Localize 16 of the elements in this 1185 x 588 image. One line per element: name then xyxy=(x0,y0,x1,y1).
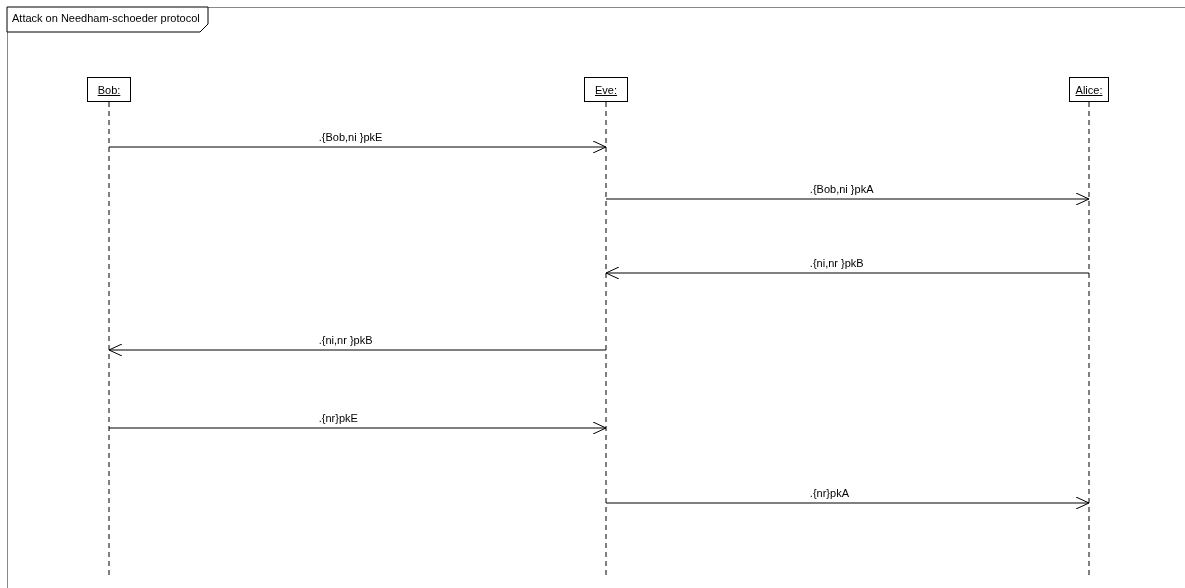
message-label: .{Bob,ni }pkA xyxy=(808,183,875,196)
message-arrow xyxy=(605,192,1090,206)
frame-title: Attack on Needham-schoeder protocol xyxy=(12,12,200,24)
message-label: .{ni,nr }pkB xyxy=(808,257,865,270)
message-arrow xyxy=(108,343,607,357)
participant-name: Alice: xyxy=(1075,83,1103,96)
message-label: .{Bob,ni }pkE xyxy=(317,131,384,144)
participant-name: Bob: xyxy=(97,83,121,96)
message-arrow xyxy=(605,496,1090,510)
message-label: .{nr}pkE xyxy=(317,412,359,425)
message-arrow xyxy=(605,266,1090,280)
participant-name: Eve: xyxy=(595,83,617,96)
message-arrow xyxy=(108,421,607,435)
message-label: .{nr}pkA xyxy=(808,487,850,500)
message-arrow xyxy=(108,140,607,154)
message-label: .{ni,nr }pkB xyxy=(317,334,374,347)
